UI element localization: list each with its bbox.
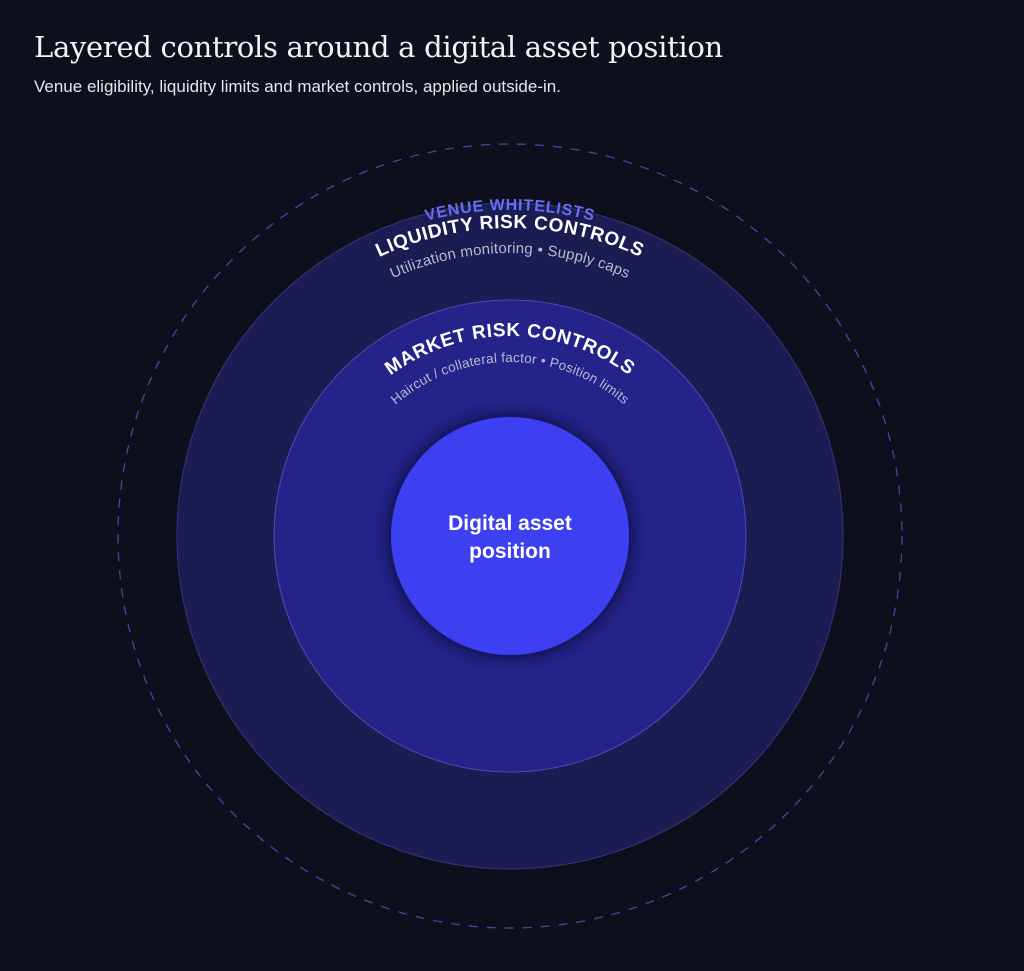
page-title: Layered controls around a digital asset …: [34, 30, 723, 64]
digital-asset-core: [391, 417, 629, 655]
page-subtitle: Venue eligibility, liquidity limits and …: [34, 77, 561, 96]
venue-whitelists-ring: [117, 143, 903, 929]
core-label-line1: Digital asset: [448, 512, 572, 535]
core-label-line2: position: [469, 540, 551, 563]
